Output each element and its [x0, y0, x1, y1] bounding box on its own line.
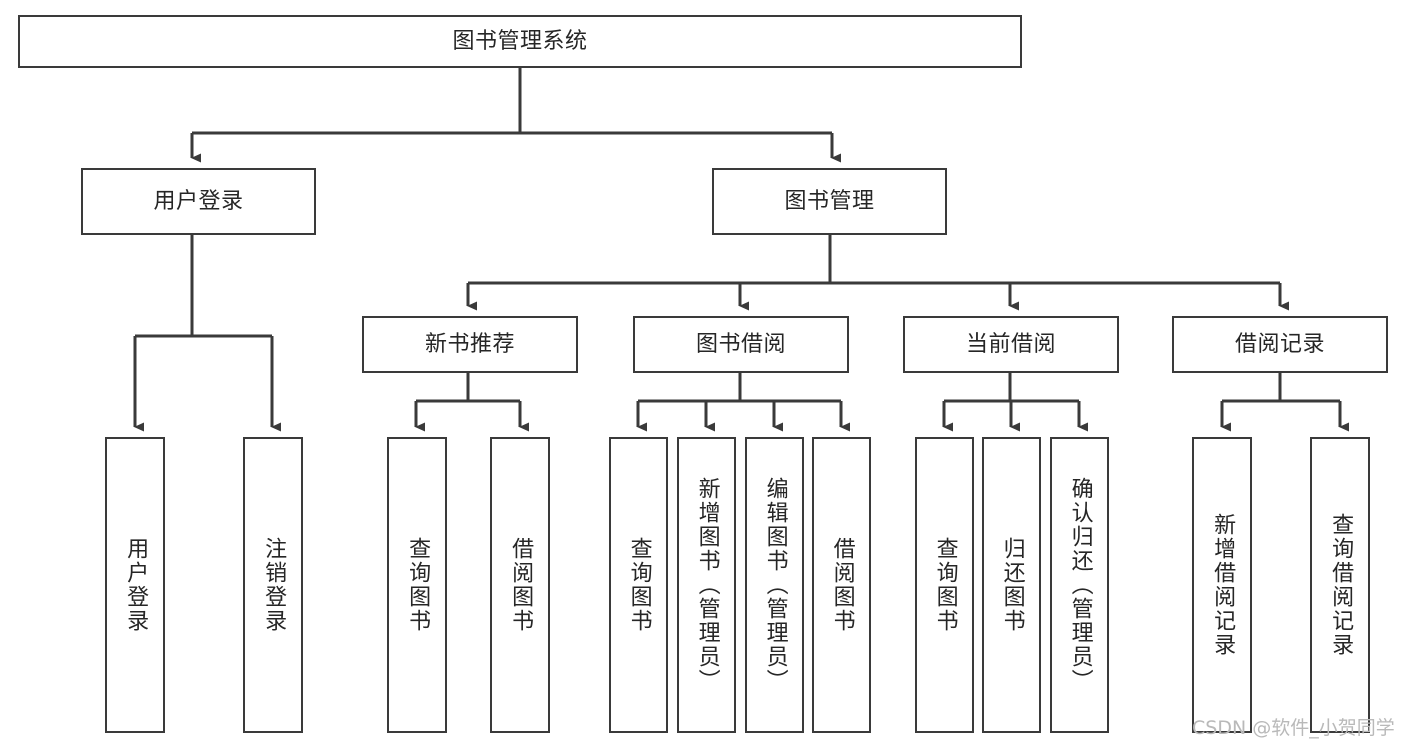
- node-label: 查询图书: [626, 537, 652, 633]
- leaf-recommend-query-book[interactable]: 查询图书: [387, 437, 447, 733]
- node-label: 图书管理: [784, 188, 875, 214]
- leaf-logout[interactable]: 注销登录: [243, 437, 303, 733]
- node-label: 查询图书: [405, 537, 431, 633]
- node-new-book-recommend[interactable]: 新书推荐: [362, 316, 578, 373]
- leaf-record-query-borrow-record[interactable]: 查询借阅记录: [1310, 437, 1370, 733]
- node-label: 新书推荐: [424, 331, 515, 357]
- leaf-borrow-query-book[interactable]: 查询图书: [609, 437, 668, 733]
- leaf-borrow-borrow-book[interactable]: 借阅图书: [812, 437, 871, 733]
- leaf-borrow-add-book-admin[interactable]: 新增图书（管理员）: [677, 437, 736, 733]
- node-label: 用户登录: [123, 537, 149, 633]
- node-label: 确认归还（管理员）: [1067, 477, 1093, 693]
- node-label: 图书管理系统: [452, 28, 588, 54]
- node-label: 借阅记录: [1234, 331, 1325, 357]
- node-label: 借阅图书: [508, 537, 534, 633]
- leaf-borrow-edit-book-admin[interactable]: 编辑图书（管理员）: [745, 437, 804, 733]
- leaf-current-confirm-return-admin[interactable]: 确认归还（管理员）: [1050, 437, 1109, 733]
- node-label: 新增借阅记录: [1210, 513, 1236, 657]
- node-root-system[interactable]: 图书管理系统: [18, 15, 1022, 68]
- node-current-borrow[interactable]: 当前借阅: [903, 316, 1119, 373]
- node-label: 查询图书: [932, 537, 958, 633]
- leaf-record-add-borrow-record[interactable]: 新增借阅记录: [1192, 437, 1252, 733]
- node-label: 新增图书（管理员）: [694, 477, 720, 693]
- node-label: 查询借阅记录: [1328, 513, 1354, 657]
- csdn-watermark: CSDN @软件_小贺同学: [1192, 717, 1395, 739]
- node-user-login[interactable]: 用户登录: [81, 168, 316, 235]
- node-borrow-record[interactable]: 借阅记录: [1172, 316, 1388, 373]
- node-label: 图书借阅: [695, 331, 786, 357]
- leaf-current-query-book[interactable]: 查询图书: [915, 437, 974, 733]
- node-label: 注销登录: [261, 537, 287, 633]
- leaf-recommend-borrow-book[interactable]: 借阅图书: [490, 437, 550, 733]
- node-label: 归还图书: [999, 537, 1025, 633]
- node-book-management[interactable]: 图书管理: [712, 168, 947, 235]
- leaf-current-return-book[interactable]: 归还图书: [982, 437, 1041, 733]
- node-book-borrow[interactable]: 图书借阅: [633, 316, 849, 373]
- node-label: 编辑图书（管理员）: [762, 477, 788, 693]
- node-label: 借阅图书: [829, 537, 855, 633]
- leaf-user-login[interactable]: 用户登录: [105, 437, 165, 733]
- node-label: 用户登录: [153, 188, 244, 214]
- node-label: 当前借阅: [965, 331, 1056, 357]
